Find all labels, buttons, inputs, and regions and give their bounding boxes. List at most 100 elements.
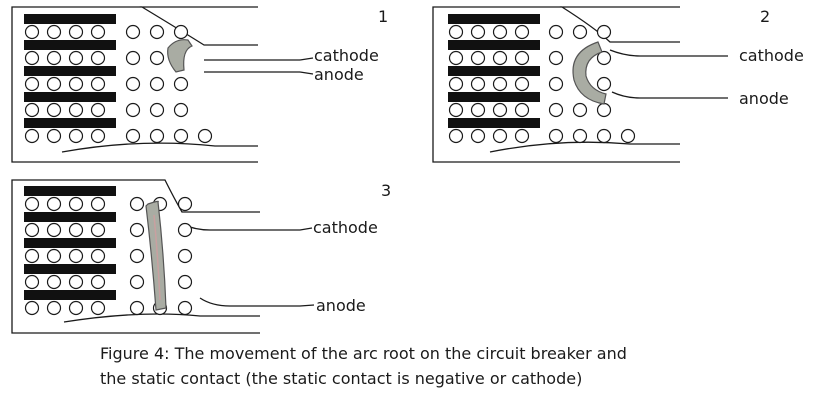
panel-3-plate bbox=[24, 212, 116, 222]
panel-3 bbox=[11, 179, 315, 334]
hole bbox=[125, 50, 141, 66]
panel-3-arc-core bbox=[153, 214, 161, 301]
hole bbox=[149, 128, 165, 144]
panel-3-plates bbox=[24, 186, 116, 300]
hole bbox=[90, 222, 106, 238]
panel-2-moving-contact bbox=[489, 141, 680, 153]
hole bbox=[68, 274, 84, 290]
panel-1-outline-left bbox=[11, 6, 258, 163]
panel-2-plate bbox=[448, 40, 540, 50]
hole bbox=[90, 196, 106, 212]
hole bbox=[90, 128, 106, 144]
hole bbox=[448, 102, 464, 118]
figure-caption: Figure 4: The movement of the arc root o… bbox=[100, 341, 800, 391]
hole bbox=[24, 50, 40, 66]
panel-2-static-contact bbox=[609, 49, 728, 57]
hole bbox=[572, 102, 588, 118]
panel-1-moving-contact bbox=[61, 142, 258, 153]
hole bbox=[125, 102, 141, 118]
hole bbox=[125, 128, 141, 144]
panel-3-arc-root bbox=[145, 200, 167, 311]
hole bbox=[46, 128, 62, 144]
panel-1-plate bbox=[24, 14, 116, 24]
panel-1-plate bbox=[24, 118, 116, 128]
hole bbox=[149, 24, 165, 40]
hole bbox=[514, 76, 530, 92]
panel-1-plates bbox=[24, 14, 116, 128]
panel-3-plate bbox=[24, 186, 116, 196]
hole bbox=[24, 300, 40, 316]
hole bbox=[68, 50, 84, 66]
hole bbox=[46, 300, 62, 316]
panel-1-plate bbox=[24, 92, 116, 102]
panel-2-plate bbox=[448, 66, 540, 76]
panel-3-anode-label: anode bbox=[316, 296, 366, 315]
hole bbox=[68, 300, 84, 316]
hole bbox=[24, 128, 40, 144]
panel-3-plate bbox=[24, 290, 116, 300]
hole bbox=[46, 102, 62, 118]
panel-2-anode-label: anode bbox=[739, 89, 789, 108]
hole bbox=[514, 128, 530, 144]
panel-3-outline bbox=[11, 179, 260, 334]
hole bbox=[90, 76, 106, 92]
hole bbox=[572, 24, 588, 40]
panel-1-number: 1 bbox=[378, 7, 388, 26]
hole bbox=[129, 274, 145, 290]
hole bbox=[46, 24, 62, 40]
hole bbox=[125, 24, 141, 40]
hole bbox=[548, 24, 564, 40]
hole bbox=[596, 102, 612, 118]
panel-1-holes bbox=[24, 24, 213, 144]
panel-2-holes bbox=[448, 24, 636, 144]
panel-2-static-contact-lower bbox=[611, 91, 728, 99]
panel-2-number: 2 bbox=[760, 7, 770, 26]
hole bbox=[596, 24, 612, 40]
hole bbox=[572, 128, 588, 144]
hole bbox=[46, 50, 62, 66]
panel-2-plate bbox=[448, 14, 540, 24]
hole bbox=[68, 76, 84, 92]
hole bbox=[129, 248, 145, 264]
hole bbox=[46, 222, 62, 238]
hole bbox=[90, 248, 106, 264]
hole bbox=[514, 50, 530, 66]
hole bbox=[548, 102, 564, 118]
hole bbox=[514, 24, 530, 40]
hole bbox=[68, 196, 84, 212]
panel-1-cathode-label: cathode bbox=[314, 46, 379, 65]
hole bbox=[448, 50, 464, 66]
hole bbox=[68, 128, 84, 144]
hole bbox=[596, 50, 612, 66]
hole bbox=[90, 24, 106, 40]
hole bbox=[149, 50, 165, 66]
hole bbox=[149, 102, 165, 118]
hole bbox=[68, 248, 84, 264]
hole bbox=[24, 248, 40, 264]
panel-3-number: 3 bbox=[381, 181, 391, 200]
hole bbox=[68, 222, 84, 238]
hole bbox=[24, 222, 40, 238]
hole bbox=[173, 102, 189, 118]
panel-1-anode-leader bbox=[299, 71, 314, 75]
panel-1-anode-label: anode bbox=[314, 65, 364, 84]
hole bbox=[548, 76, 564, 92]
hole bbox=[173, 24, 189, 40]
panel-2-plate bbox=[448, 118, 540, 128]
hole bbox=[470, 102, 486, 118]
hole bbox=[46, 274, 62, 290]
hole bbox=[68, 24, 84, 40]
panel-3-moving-contact bbox=[63, 313, 260, 323]
hole bbox=[197, 128, 213, 144]
hole bbox=[514, 102, 530, 118]
hole bbox=[24, 102, 40, 118]
hole bbox=[173, 128, 189, 144]
hole bbox=[24, 274, 40, 290]
hole bbox=[125, 76, 141, 92]
hole bbox=[90, 102, 106, 118]
hole bbox=[492, 50, 508, 66]
hole bbox=[448, 24, 464, 40]
panel-3-plate bbox=[24, 264, 116, 274]
hole bbox=[620, 128, 636, 144]
